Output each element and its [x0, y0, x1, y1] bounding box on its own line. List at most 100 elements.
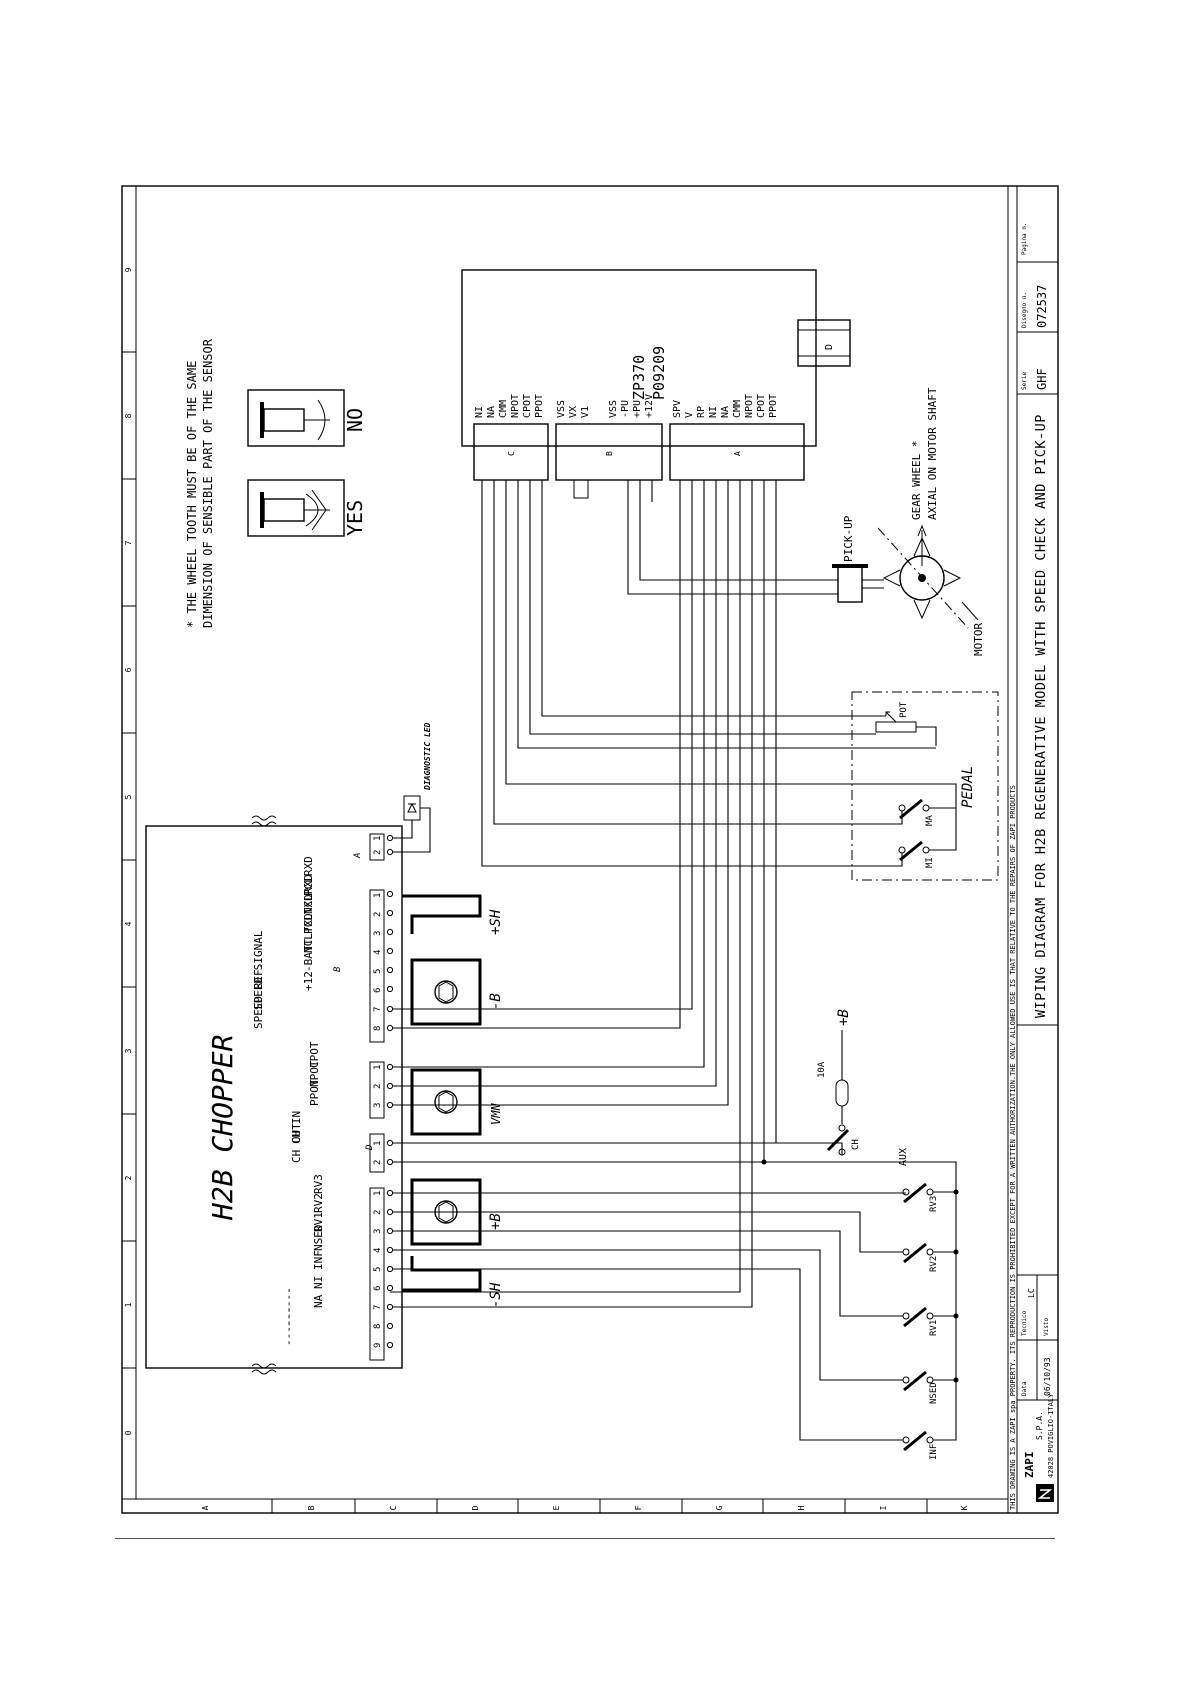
pin-label-speed-signal: SPEED SIGNAL: [252, 930, 265, 1010]
pin-label-rv2: RV2: [312, 1193, 325, 1213]
pin-label-unused-8: ------: [282, 1287, 295, 1327]
pin-number-d2: 2: [373, 1160, 383, 1165]
terminal-minus-b-label: -B: [488, 993, 504, 1010]
zp370-c-npot: NPOT: [510, 394, 521, 418]
pin-number-b2: 2: [373, 912, 383, 917]
row-letters: A B C D E F G H I K: [201, 1505, 969, 1510]
row-letter: K: [960, 1505, 969, 1510]
chopper-pin-terminal: [386, 1303, 394, 1311]
zp370-pin-labels: NI NA CMM NPOT CPOT PPOT VSS VX V1 VSS -…: [474, 394, 779, 418]
data-value: 06/10/93: [1043, 1357, 1052, 1396]
switch-mi-label: MI: [925, 857, 935, 868]
zp370-outline: [461, 269, 817, 447]
pin-label-rv3: RV3: [312, 1174, 325, 1194]
zp370-a-rp: RP: [696, 406, 707, 418]
chopper-pin-terminal: [386, 890, 394, 898]
chopper-pin-terminal: [386, 928, 394, 936]
chopper-pin-circles: [386, 834, 394, 1349]
tecnico-label: Tecnico: [1021, 1310, 1028, 1336]
row-letter: G: [715, 1505, 724, 1510]
zp370-c-cmm: CMM: [498, 400, 509, 418]
pickup-sensor: PICK-UP: [832, 515, 884, 603]
column-numbers: 0 1 2 3 4 5 6 7 8 9: [124, 267, 133, 1435]
switch-nsed: NSED: [902, 1370, 939, 1404]
column-ticks: [122, 351, 136, 1369]
switch-ma-label: MA: [925, 815, 935, 826]
pin-number-b6: 6: [373, 988, 383, 993]
note-line-1: * THE WHEEL TOOTH MUST BE OF THE SAME: [185, 361, 199, 628]
sensor-fig-no: [247, 389, 345, 447]
sensor-fig-yes: [247, 479, 345, 537]
row-letter: A: [201, 1505, 210, 1510]
zp370-a-cmm: CMM: [732, 400, 743, 418]
zp370-c-ni: NI: [474, 406, 485, 418]
pin-number-e8: 8: [373, 1324, 383, 1329]
chopper-pin-terminal: [386, 947, 394, 955]
col-number: 7: [124, 540, 133, 545]
power-terminal-minus-sh: -SH: [402, 1256, 504, 1308]
pin-label-rv1: RV1: [312, 1212, 325, 1232]
chopper-pin-terminal: [386, 1005, 394, 1013]
chopper-pin-numbers: 1 2 1 2 3 4 5 6 7 8 1 2 3 1 2 1 2 3 4 5 …: [373, 836, 383, 1348]
serie-value: GHF: [1035, 368, 1049, 390]
pin-label-cpot: CPOT: [308, 1041, 321, 1068]
chopper-pin-terminal: [386, 1101, 394, 1109]
pickup-label: PICK-UP: [842, 515, 855, 562]
zp370-conn-b-label: B: [605, 451, 614, 456]
zp370-b-12v: +12V: [644, 394, 655, 418]
zp370-a-ni: NI: [708, 406, 719, 418]
chopper-pin-terminal: [386, 1246, 394, 1254]
pin-number-e2: 2: [373, 1210, 383, 1215]
row-letter: F: [634, 1505, 643, 1510]
zp370-a-cpot: CPOT: [756, 394, 767, 418]
ch-label: CH: [851, 1139, 861, 1150]
col-number: 4: [124, 921, 133, 926]
chopper-pin-terminal: [386, 1063, 394, 1071]
chopper-pin-terminal: [386, 1189, 394, 1197]
row-letter: H: [797, 1505, 806, 1510]
pin-label-pcltxd: PCLTXD: [302, 894, 315, 934]
sensor-note: * THE WHEEL TOOTH MUST BE OF THE SAME DI…: [185, 338, 367, 628]
connector-b-label: B: [333, 966, 343, 972]
pin-number-e3: 3: [373, 1229, 383, 1234]
chopper-pin-terminal: [386, 1227, 394, 1235]
col-number: 3: [124, 1048, 133, 1053]
output-switches: RV3 RV2 RV1 NSED INF: [902, 1182, 959, 1460]
plus-b-label: +B: [836, 1009, 852, 1026]
no-label: NO: [343, 408, 367, 432]
aux-label: AUX: [898, 1148, 909, 1166]
zp370-conn-c-label: C: [507, 451, 516, 456]
pin-label-12: +12: [302, 971, 315, 991]
power-terminal-plus-sh: +SH: [402, 894, 504, 935]
title-block: THIS DRAWING IS A ZAPI spa PROPERTY. ITS…: [1007, 186, 1058, 1513]
chopper-pin-labels: PCLRXD NCLRXD PCLTXD NCLTXD -BATT +12 SP…: [252, 856, 325, 1346]
pedal-boundary: [851, 691, 999, 881]
row-letter: C: [389, 1505, 398, 1510]
chopper-pin-terminal: [386, 966, 394, 974]
note-line-2: DIMENSION OF SENSIBLE PART OF THE SENSOR: [201, 338, 215, 628]
pin-number-e6: 6: [373, 1286, 383, 1291]
gear-wheel-label-2: AXIAL ON MOTOR SHAFT: [926, 387, 939, 520]
pedal-label: PEDAL: [960, 766, 976, 808]
col-number: 5: [124, 794, 133, 799]
serie-label: Serie: [1021, 372, 1028, 390]
col-number: 1: [124, 1302, 133, 1307]
potentiometer: [875, 721, 917, 733]
pin-label-ch-out: CH OUT: [290, 1123, 303, 1163]
fuse-label: 10A: [817, 1061, 827, 1078]
drawing-frame: A B C D E F G H I K 0 1 2 3 4 5 6 7 8 9: [121, 185, 1059, 1514]
row-letter: E: [552, 1505, 561, 1510]
gear-wheel-label-1: GEAR WHEEL *: [910, 441, 923, 520]
chopper-title: H2B CHOPPER: [206, 1035, 239, 1221]
switch-rv2-label: RV2: [929, 1256, 939, 1272]
col-number: 2: [124, 1175, 133, 1180]
zp370-a-npot: NPOT: [744, 394, 755, 418]
switch-mi: MI: [898, 840, 935, 868]
zp370-c-cpot: CPOT: [522, 394, 533, 418]
terminal-vmn-label: VMN: [489, 1103, 503, 1125]
pedal-assembly: PEDAL POT MA MI: [851, 691, 999, 881]
pin-number-e4: 4: [373, 1248, 383, 1253]
connector-a-label: A: [353, 853, 363, 859]
row-ticks: [271, 1499, 928, 1513]
